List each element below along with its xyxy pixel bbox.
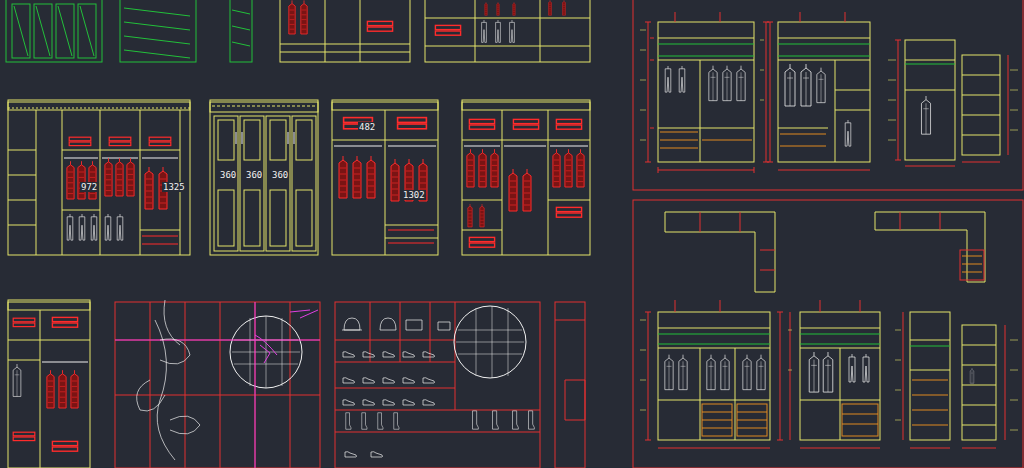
dimension-label: 482 [358,122,376,132]
dimension-label: 1302 [402,190,426,200]
dimension-label: 972 [80,182,98,192]
dimension-label: 360 [219,170,237,180]
dimension-label: 360 [271,170,289,180]
dimension-label: 1325 [162,182,186,192]
dimension-label: 360 [245,170,263,180]
